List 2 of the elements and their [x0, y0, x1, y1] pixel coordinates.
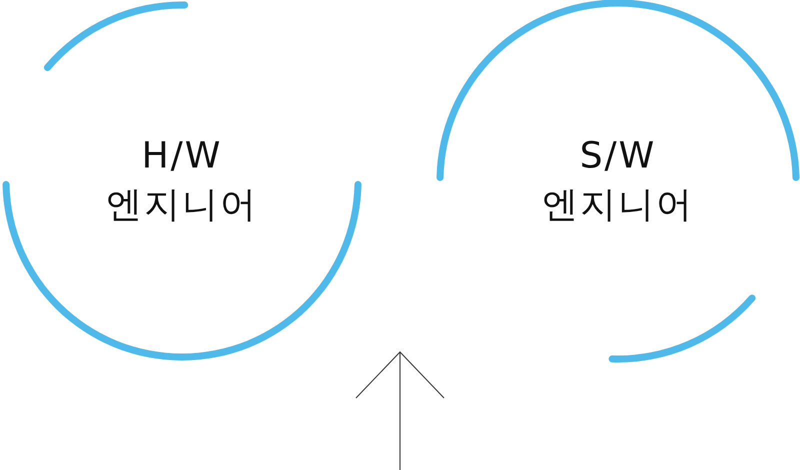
node-label: H/W 엔지니어 — [105, 134, 259, 227]
node-label: S/W 엔지니어 — [541, 134, 695, 227]
